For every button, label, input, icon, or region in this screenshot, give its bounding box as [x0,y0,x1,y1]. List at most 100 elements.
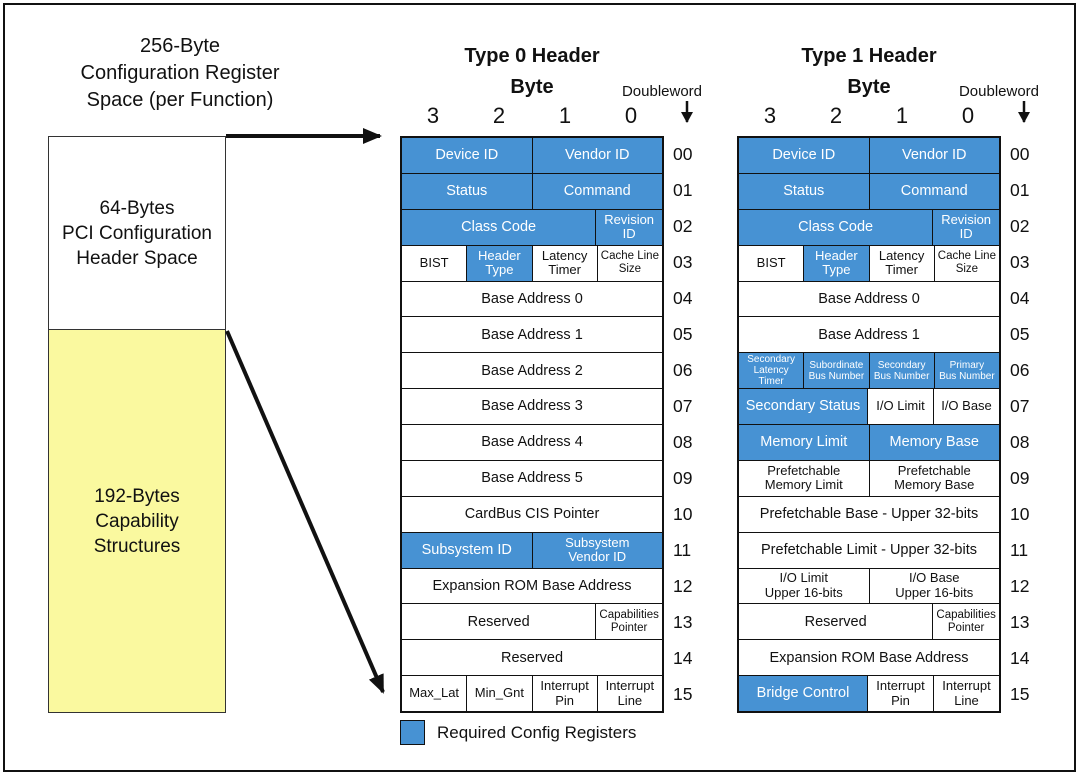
register-cell: I/O Limit Upper 16-bits [764,570,843,600]
doubleword-number: 09 [1010,468,1030,489]
register-cell: Secondary Status [739,389,867,424]
type0-title: Type 0 Header [464,45,600,67]
doubleword-number: 15 [673,684,693,705]
byte-number: 1 [895,103,909,128]
register-cell: Reserved [500,649,564,666]
register-row: Prefetchable Limit - Upper 32-bits [739,531,999,568]
register-cell: Vendor ID [868,138,999,173]
register-cell: Vendor ID [531,138,662,173]
doubleword-number: 05 [1010,323,1030,344]
register-cell: Base Address 0 [818,290,920,307]
register-cell: I/O Base [933,389,999,424]
doubleword-number: 13 [673,612,693,633]
register-cell: Capabilities Pointer [932,604,999,640]
register-cell: Status [402,173,532,209]
byte-number: 0 [624,103,638,128]
register-cell: Bridge Control [739,676,867,711]
doubleword-number: 14 [673,648,693,669]
doubleword-number: 14 [1010,648,1030,669]
register-cell: Base Address 5 [481,470,583,487]
register-row: Reserved [402,639,662,675]
register-row: Prefetchable Base - Upper 32-bits [739,495,999,532]
register-row: Base Address 3 [402,388,662,424]
header-space-region: 64-Bytes PCI Configuration Header Space [62,197,212,269]
register-cell: Interrupt Line [933,676,999,711]
register-row: I/O Limit Upper 16-bits I/O Base Upper 16… [739,567,1000,604]
register-cell: Status [739,173,869,209]
register-row: CardBus CIS Pointer [402,495,662,532]
byte-number: 3 [426,103,440,128]
register-cell: Reserved [804,613,867,630]
register-cell: Class Code [402,209,596,245]
type0-doubleword-label: Doubleword [621,83,703,100]
doubleword-number: 12 [1010,576,1030,597]
type0-byte-label: Byte [510,76,554,98]
doubleword-number: 09 [673,468,693,489]
doubleword-number: 03 [673,251,693,272]
diagram-frame [3,3,1076,772]
register-cell: Max_Lat [409,685,460,701]
register-cell: Base Address 1 [481,326,583,343]
register-cell: Header Type [803,245,869,281]
register-cell: Prefetchable Memory Base [868,460,1000,496]
register-cell: Secondary Latency Timer [739,353,804,389]
doubleword-number: 02 [673,215,693,236]
register-cell: Revision ID [932,209,999,245]
register-cell: Base Address 3 [481,398,583,415]
register-cell: Prefetchable Limit - Upper 32-bits [761,541,977,558]
register-cell: Base Address 1 [818,326,920,343]
doubleword-number: 03 [1010,251,1030,272]
doubleword-number: 10 [1010,504,1030,525]
register-cell: Interrupt Line [596,676,662,711]
register-cell: Subsystem ID [402,532,532,568]
doubleword-number: 04 [673,287,693,308]
register-cell: BIST [419,254,449,270]
register-cell: Prefetchable Memory Limit [764,462,843,493]
doubleword-number: 05 [673,323,693,344]
register-cell: Memory Base [868,425,999,460]
byte-number: 1 [558,103,572,128]
register-row: Base Address 1 [402,316,662,352]
register-row: Base Address 2 [402,352,662,388]
doubleword-number: 11 [673,540,692,561]
byte-number: 3 [763,103,777,128]
doubleword-number: 00 [1010,143,1030,164]
doubleword-number: 08 [1010,432,1030,453]
register-cell: Base Address 4 [481,434,583,451]
register-row: Reserved Capabilities Pointer [739,603,999,640]
register-cell: Command [531,173,662,209]
register-cell: Secondary Bus Number [868,353,934,389]
register-cell: Base Address 0 [481,290,583,307]
doubleword-number: 02 [1010,215,1030,236]
register-cell: Cache Line Size [596,245,662,281]
register-cell: Capabilities Pointer [595,604,662,640]
byte-number: 2 [829,103,843,128]
capability-structures-region: 192-Bytes Capability Structures [49,329,225,712]
register-row: Expansion ROM Base Address [739,639,999,675]
register-cell: Subordinate Bus Number [803,353,869,389]
register-row: Base Address 4 [402,424,662,460]
register-cell: I/O Base Upper 16-bits [868,568,1000,604]
register-cell: Expansion ROM Base Address [432,577,632,594]
type1-byte-label: Byte [847,76,891,98]
doubleword-number: 11 [1010,540,1029,561]
register-cell: Latency Timer [868,245,934,281]
register-cell: Device ID [739,138,869,173]
